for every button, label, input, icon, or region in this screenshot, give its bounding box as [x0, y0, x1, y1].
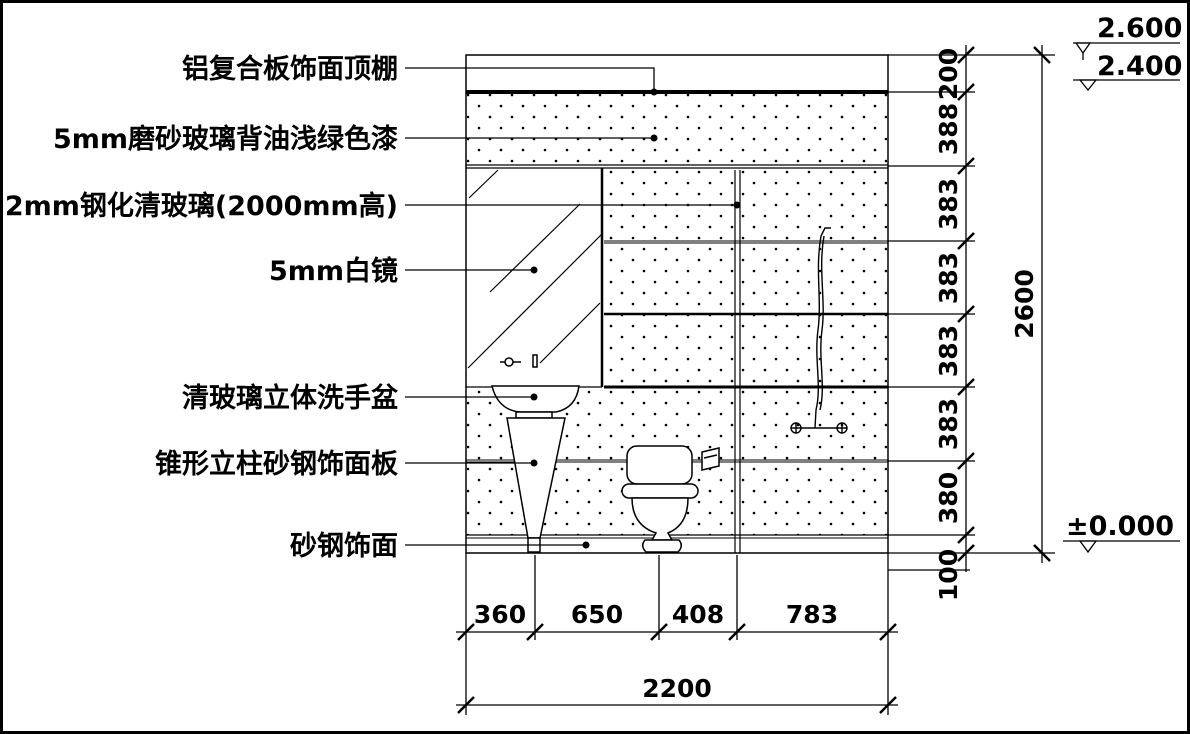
dim-total-width: 2200 — [642, 674, 712, 703]
level-marks — [1063, 42, 1180, 554]
toilet-icon — [621, 445, 699, 553]
mirror-reflection — [467, 169, 603, 369]
level-labels: 2.600 2.400 ±0.000 — [1066, 13, 1182, 542]
callout-pedestal: 锥形立柱砂钢饰面板 — [155, 448, 398, 480]
dim-shower-zone: 783 — [786, 600, 838, 629]
faucet-icon — [500, 354, 538, 368]
callout-basin: 清玻璃立体洗手盆 — [182, 382, 399, 414]
right-dimension-labels: 200 388 383 383 383 383 380 100 2600 — [934, 48, 1039, 601]
bottom-dimension-lines — [456, 553, 898, 715]
callout-dots — [530, 88, 741, 549]
bottom-dimension-labels: 360 650 408 783 2200 — [474, 600, 838, 703]
callout-leaders — [405, 67, 737, 546]
callout-skirting: 砂钢饰面 — [290, 531, 398, 562]
dim-course-4: 383 — [934, 398, 963, 450]
dim-course-5: 380 — [934, 472, 963, 524]
tile-zone-upper — [604, 168, 887, 386]
dim-total-height: 2600 — [1010, 269, 1039, 339]
dim-course-3: 383 — [934, 325, 963, 377]
right-dimension-lines — [888, 45, 1055, 572]
dim-glass-band: 388 — [934, 103, 963, 155]
level-top: 2.600 — [1097, 13, 1182, 44]
callout-frosted-glass: 5mm磨砂玻璃背油浅绿色漆 — [53, 123, 398, 155]
dim-toilet-zone: 650 — [571, 600, 623, 629]
paper-holder-icon — [701, 447, 720, 471]
dim-ceiling-height: 200 — [934, 48, 963, 100]
shower-icon — [790, 227, 848, 434]
level-floor: ±0.000 — [1066, 511, 1174, 542]
frosted-glass-panel — [467, 93, 887, 166]
callout-mirror: 5mm白镜 — [269, 255, 398, 287]
level-ceiling: 2.400 — [1097, 51, 1182, 82]
callout-tempered-glass: 12mm钢化清玻璃(2000mm高) — [0, 190, 398, 222]
callout-labels: 铝复合板饰面顶棚 5mm磨砂玻璃背油浅绿色漆 12mm钢化清玻璃(2000mm高… — [0, 53, 399, 562]
dim-toilet-to-glass: 408 — [672, 600, 724, 629]
callout-ceiling: 铝复合板饰面顶棚 — [182, 53, 398, 85]
dim-skirting: 100 — [934, 549, 963, 601]
dim-basin-width: 360 — [474, 600, 526, 629]
dim-course-2: 383 — [934, 252, 963, 304]
dim-course-1: 383 — [934, 178, 963, 230]
